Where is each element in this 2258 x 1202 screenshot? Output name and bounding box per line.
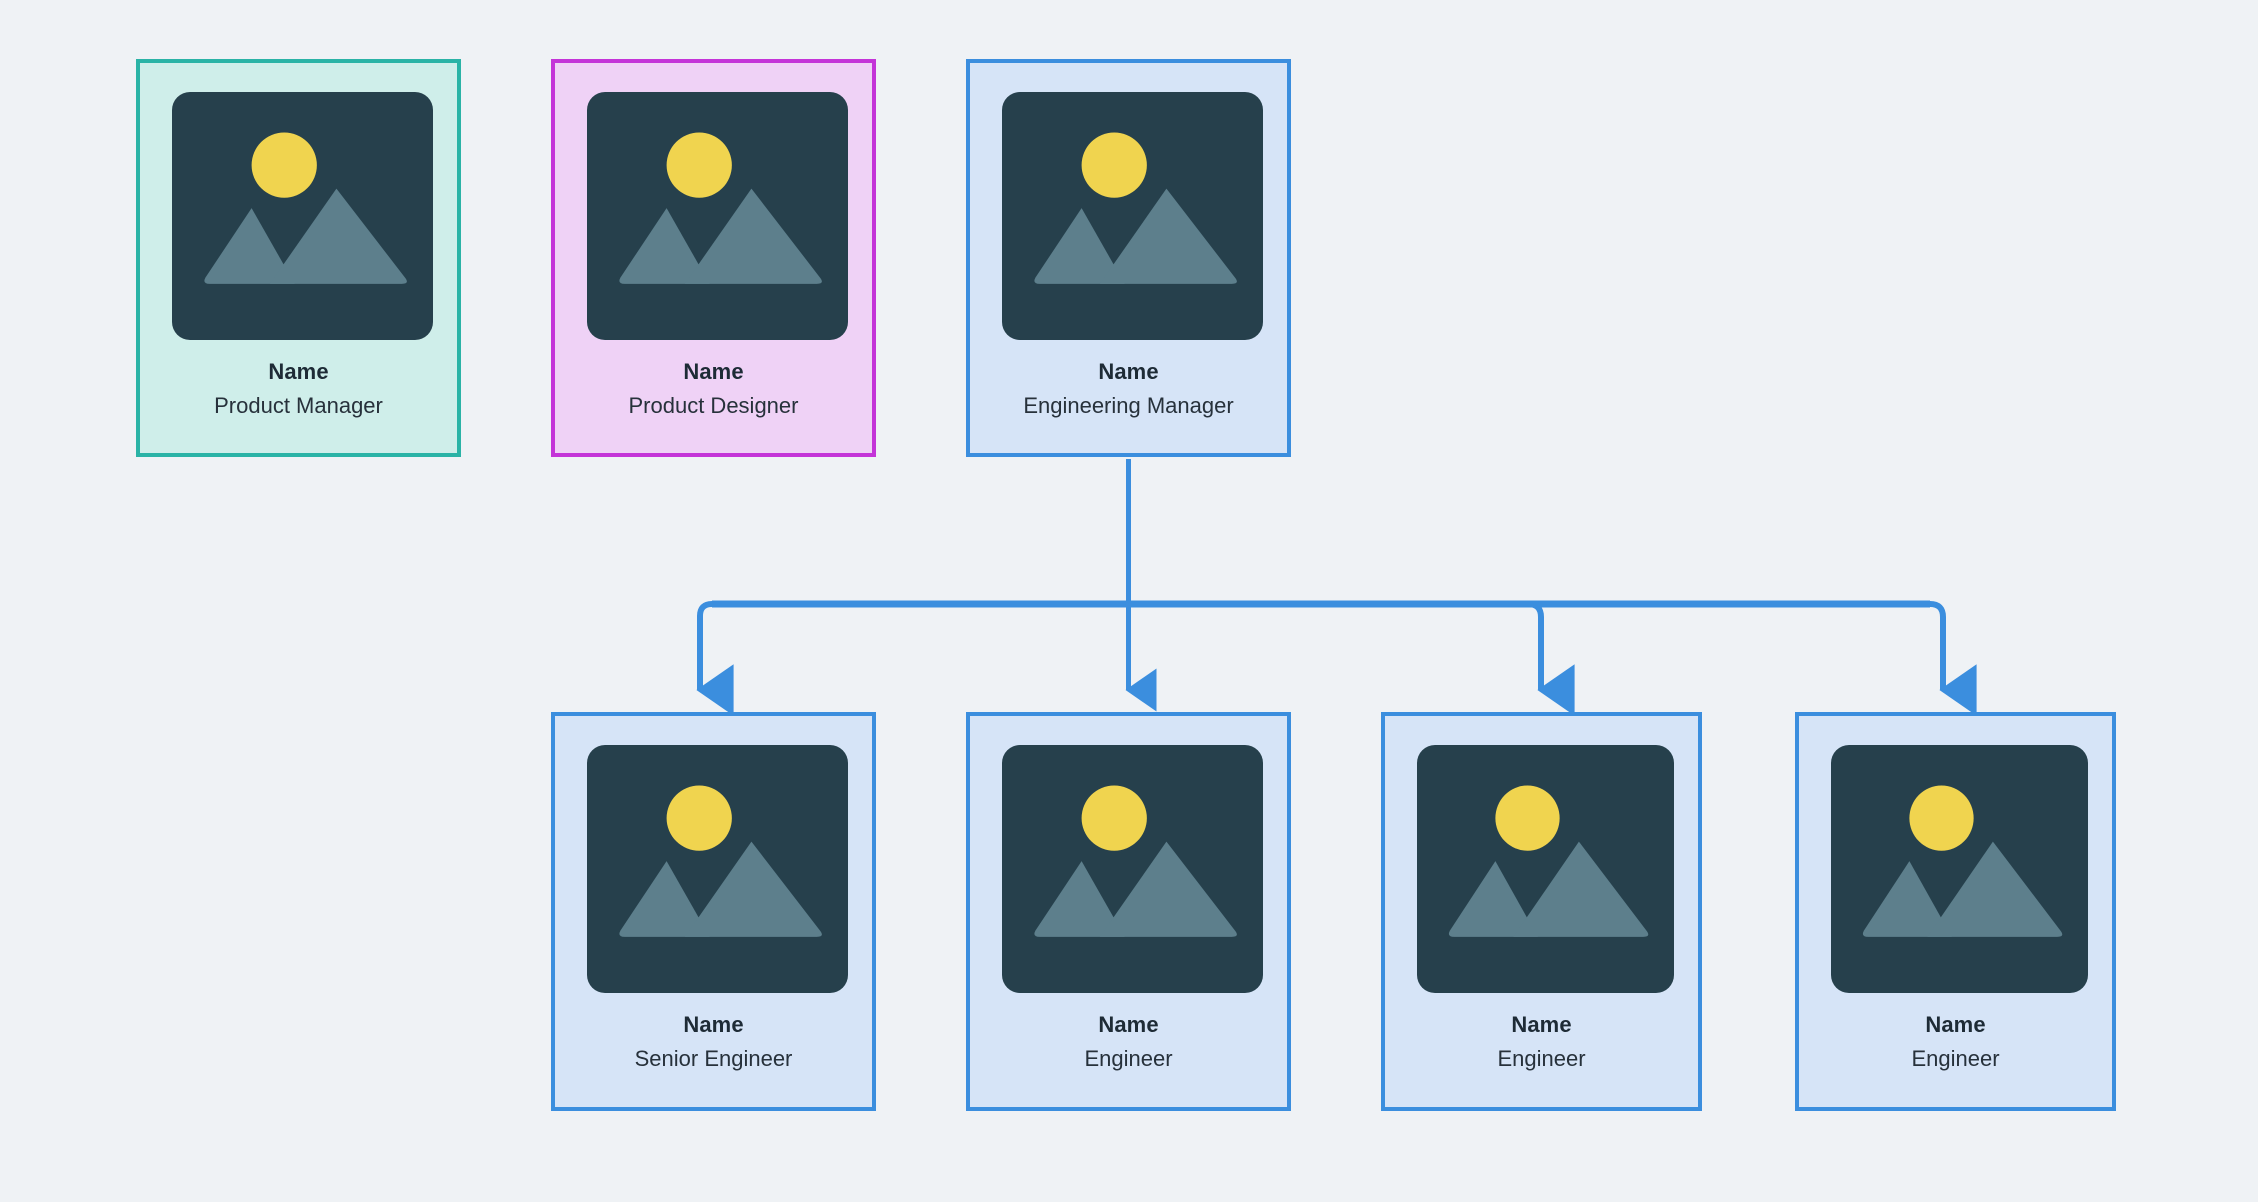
image-placeholder-icon [1417, 745, 1674, 993]
node-card-text: Name Senior Engineer [555, 1012, 872, 1072]
node-card-product-manager[interactable]: Name Product Manager [136, 59, 461, 457]
node-card-engineer-3[interactable]: Name Engineer [1795, 712, 2116, 1111]
connector-branch-engineer-2 [1527, 601, 1575, 716]
node-name: Name [1098, 1012, 1159, 1037]
node-role: Engineering Manager [1023, 393, 1234, 418]
node-role: Engineer [1084, 1046, 1173, 1071]
image-placeholder-icon [587, 92, 848, 340]
node-card-text: Name Engineer [1385, 1012, 1698, 1072]
node-card-senior-engineer[interactable]: Name Senior Engineer [551, 712, 876, 1111]
image-placeholder-icon [1002, 92, 1263, 340]
image-placeholder-icon [587, 745, 848, 993]
node-name: Name [683, 1012, 744, 1037]
node-name: Name [1511, 1012, 1572, 1037]
image-placeholder-icon [172, 92, 433, 340]
node-card-text: Name Engineering Manager [970, 359, 1287, 419]
node-role: Engineer [1497, 1046, 1586, 1071]
node-name: Name [683, 359, 744, 384]
node-card-text: Name Product Designer [555, 359, 872, 419]
node-card-text: Name Product Manager [140, 359, 457, 419]
image-placeholder-icon [1831, 745, 2088, 993]
node-name: Name [1098, 359, 1159, 384]
node-card-engineering-manager[interactable]: Name Engineering Manager [966, 59, 1291, 457]
node-card-product-designer[interactable]: Name Product Designer [551, 59, 876, 457]
node-card-engineer-1[interactable]: Name Engineer [966, 712, 1291, 1111]
connector-branch-senior-engineer [696, 601, 734, 716]
node-role: Engineer [1911, 1046, 2000, 1071]
node-card-text: Name Engineer [1799, 1012, 2112, 1072]
node-name: Name [1925, 1012, 1986, 1037]
node-name: Name [268, 359, 329, 384]
node-role: Product Manager [214, 393, 383, 418]
node-role: Senior Engineer [634, 1046, 793, 1071]
node-role: Product Designer [628, 393, 799, 418]
node-card-text: Name Engineer [970, 1012, 1287, 1072]
connector-branch-engineer-3 [1929, 601, 1977, 716]
image-placeholder-icon [1002, 745, 1263, 993]
node-card-engineer-2[interactable]: Name Engineer [1381, 712, 1702, 1111]
